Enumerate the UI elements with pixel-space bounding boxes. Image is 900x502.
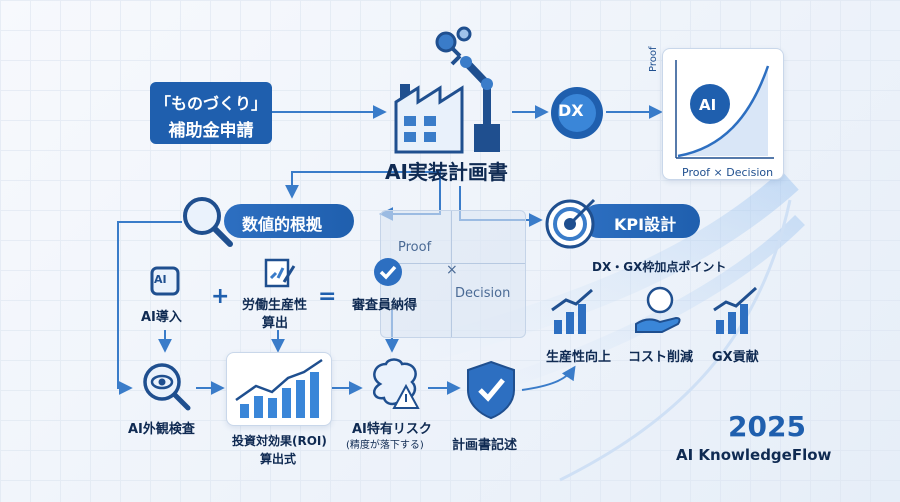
- chart-x-label: Proof × Decision: [682, 166, 774, 179]
- subsidy-application-box: 「ものづくり」 補助金申請: [150, 82, 272, 144]
- dx-label: DX: [558, 101, 584, 120]
- risk-line1: AI特有リスク: [352, 422, 432, 437]
- roi-line2: 算出式: [260, 452, 297, 466]
- year-label: 2025: [728, 410, 806, 443]
- kpi-label-2: コスト削減: [628, 350, 694, 365]
- reviewer-label: 審査員納得: [352, 298, 418, 313]
- shield-check-icon: [467, 360, 515, 420]
- plan-write-label: 計画書記述: [452, 438, 518, 453]
- ai-chip-icon: [150, 266, 180, 296]
- eye-magnifier-icon: [143, 363, 191, 411]
- ai-chip-label: AI: [154, 273, 167, 286]
- main-plan-title: AI実装計画書: [385, 160, 508, 184]
- roi-line1: 投資対効果(ROI): [232, 434, 327, 448]
- kpi-label-1: 生産性向上: [546, 350, 612, 365]
- dx-gear-icon: [551, 87, 603, 139]
- matrix-proof: Proof: [398, 240, 432, 255]
- document-edit-icon: [264, 258, 296, 288]
- labor-line1: 労働生産性: [242, 298, 308, 313]
- check-circle-icon: [374, 258, 402, 286]
- chart-y-label: Proof: [648, 46, 659, 72]
- svg-text:+: +: [211, 284, 229, 309]
- subsidy-line2: 補助金申請: [168, 121, 254, 141]
- kpi-label-3: GX貢献: [712, 350, 759, 365]
- proof-growth-curve: [675, 60, 774, 159]
- kpi-subtitle: DX・GX枠加点ポイント: [592, 260, 727, 274]
- matrix-decision: Decision: [455, 286, 511, 301]
- kpi-design-pill: KPI設計: [582, 204, 700, 238]
- subsidy-line1: 「ものづくり」: [154, 94, 267, 113]
- target-icon: [545, 198, 596, 249]
- bar-chart-up-icon: [551, 288, 593, 334]
- ai-brain-badge: AI: [699, 96, 717, 114]
- brain-warning-icon: [372, 358, 420, 409]
- proof-decision-matrix: [380, 210, 526, 338]
- matrix-times: ×: [446, 262, 458, 278]
- matrix-v-divider: [451, 211, 452, 337]
- coin-hand-icon: [635, 286, 681, 333]
- factory-robot-icon: [394, 26, 500, 154]
- risk-line2: (精度が落下する): [346, 440, 424, 451]
- brand-label: AI KnowledgeFlow: [676, 446, 832, 464]
- labor-line2: 算出: [262, 316, 289, 331]
- kpi-design-label: KPI設計: [614, 215, 677, 234]
- inspection-label: AI外観検査: [128, 422, 195, 437]
- numeric-basis-pill: 数値的根拠: [224, 204, 354, 238]
- matrix-h-divider: [381, 263, 525, 264]
- growth-chart-icon: [713, 286, 758, 334]
- roi-bar-chart-icon: [235, 358, 323, 418]
- magnifier-icon: [183, 197, 233, 247]
- svg-text:=: =: [318, 284, 336, 309]
- numeric-basis-label: 数値的根拠: [242, 215, 323, 234]
- ai-intro-label: AI導入: [141, 310, 182, 325]
